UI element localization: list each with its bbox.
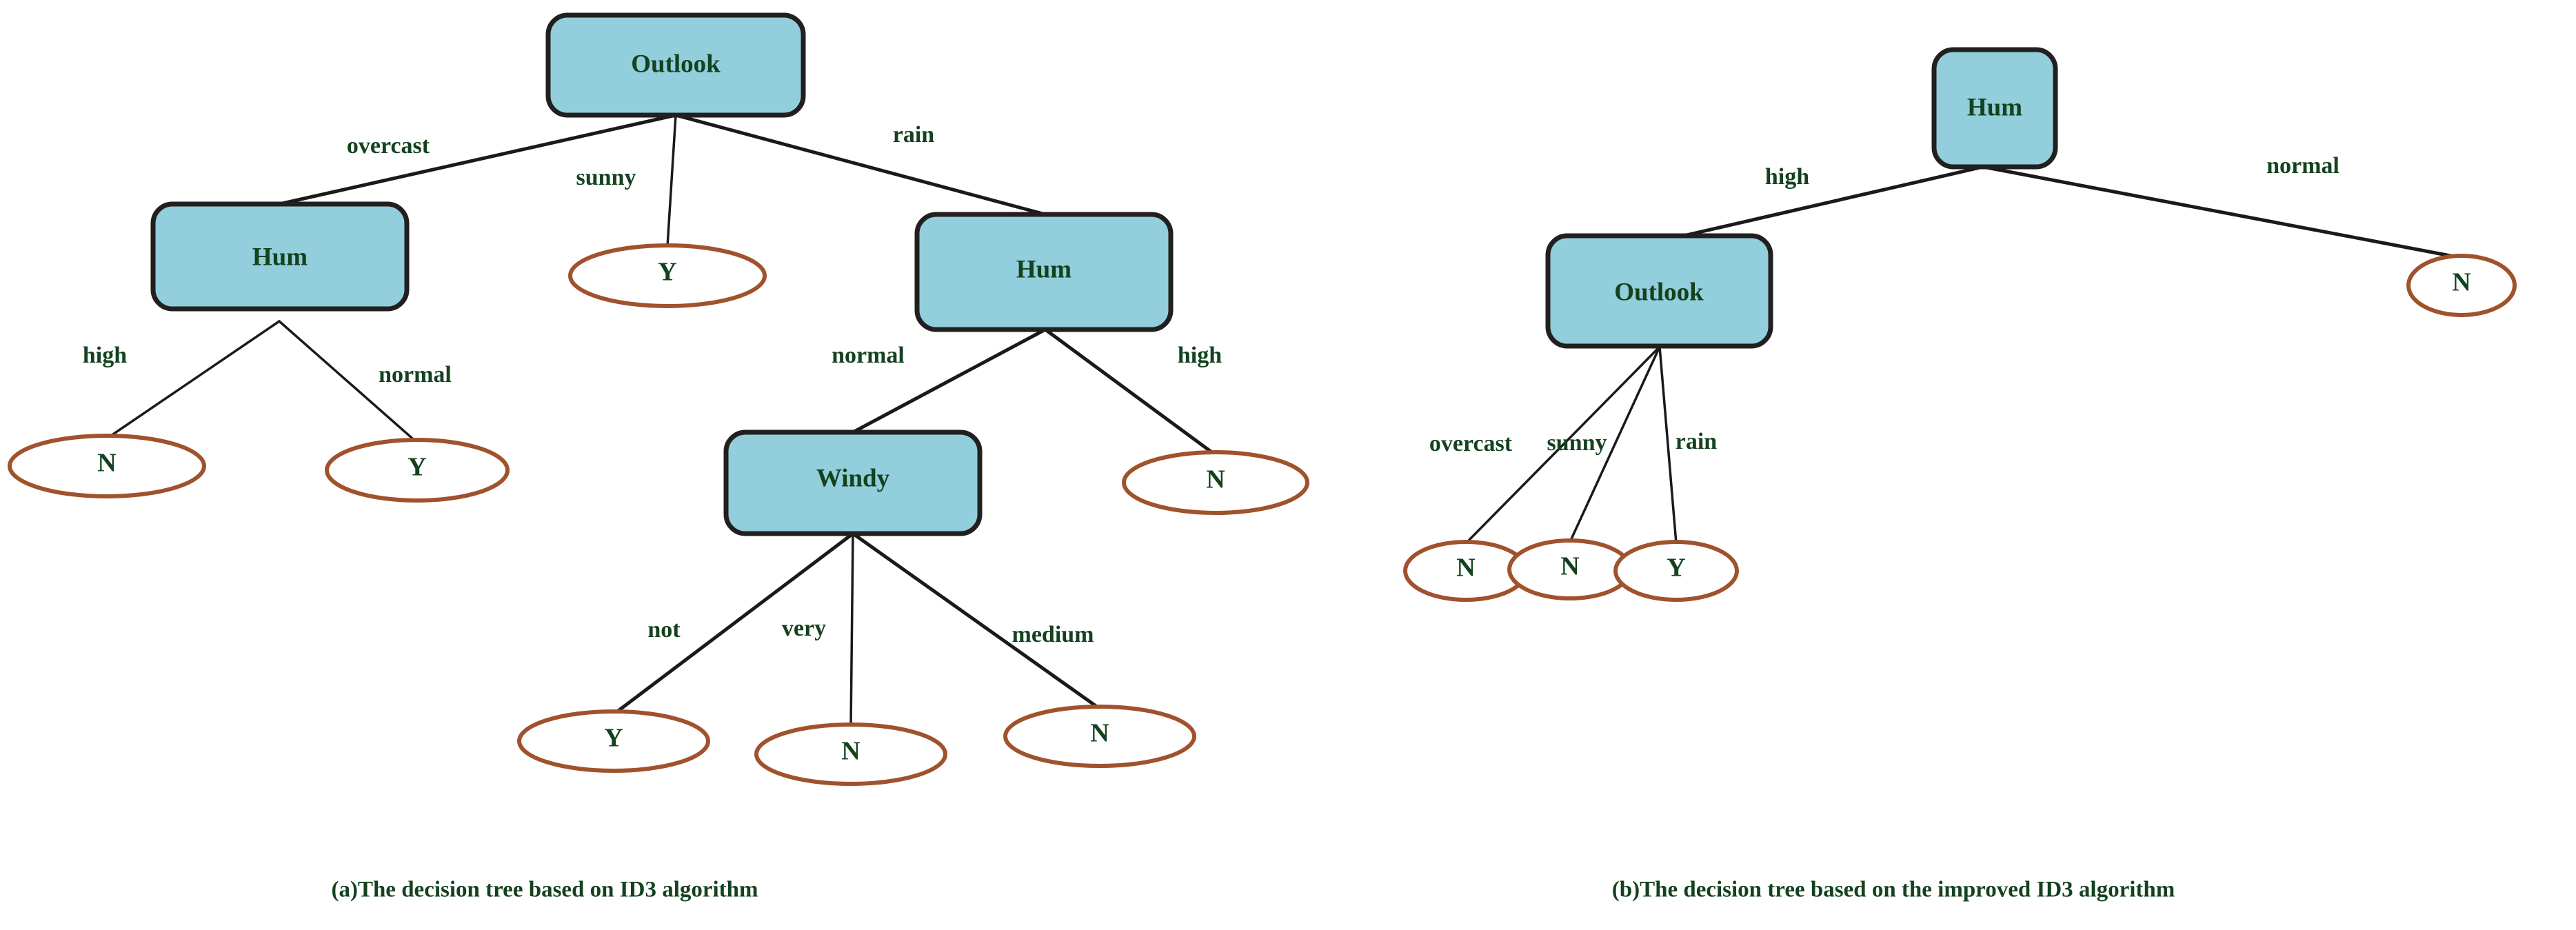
leaf-label: Y xyxy=(658,258,676,287)
edge-outlook-sunny-b xyxy=(1569,345,1661,543)
leaf-label: N xyxy=(1090,719,1109,748)
leaf-ellipse-shape xyxy=(754,722,947,786)
edge-humleft-high xyxy=(105,320,281,440)
edge-humright-high xyxy=(1043,327,1218,457)
edge-outlook-overcast xyxy=(277,113,678,206)
leaf-a-windy-very[interactable]: N xyxy=(754,722,947,786)
leaf-b-normal[interactable]: N xyxy=(2406,254,2517,317)
edge-label-sunny-b: sunny xyxy=(1547,430,1607,456)
edge-label-overcast: overcast xyxy=(347,133,430,159)
leaf-ellipse-shape xyxy=(325,438,510,503)
node-label: Outlook xyxy=(1614,278,1704,306)
edge-outlook-rain-b xyxy=(1658,345,1678,545)
node-box-shape xyxy=(150,201,410,312)
leaf-b-sunny[interactable]: N xyxy=(1507,538,1633,600)
edge-label-high-right: high xyxy=(1178,343,1222,368)
leaf-ellipse-shape xyxy=(8,434,206,498)
leaf-a-windy-not[interactable]: Y xyxy=(517,709,710,773)
leaf-a-sunny[interactable]: Y xyxy=(568,243,767,308)
panel-a: Outlook Hum Y Hum N Y Wind xyxy=(8,12,1309,902)
edge-label-sunny: sunny xyxy=(576,165,636,190)
leaf-label: N xyxy=(1206,465,1225,494)
leaf-label: Y xyxy=(604,724,623,753)
edge-label-not: not xyxy=(647,617,681,643)
edge-label-medium: medium xyxy=(1012,622,1094,647)
node-b-outlook[interactable]: Outlook xyxy=(1545,233,1773,349)
leaf-a-humleft-high[interactable]: N xyxy=(8,434,206,498)
node-label: Outlook xyxy=(631,50,721,78)
edge-humright-normal xyxy=(851,327,1047,434)
caption-panel-a: (a)The decision tree based on ID3 algori… xyxy=(331,878,758,902)
caption-panel-b: (b)The decision tree based on the improv… xyxy=(1612,878,2175,902)
edge-label-normal-b: normal xyxy=(2266,153,2339,179)
edge-label-high-left: high xyxy=(83,343,127,368)
leaf-label: Y xyxy=(1667,554,1685,583)
leaf-b-overcast[interactable]: N xyxy=(1403,540,1529,602)
leaf-ellipse-shape xyxy=(517,709,710,773)
edge-label-normal-left: normal xyxy=(379,362,452,387)
node-box-shape xyxy=(545,12,806,118)
panel-a-edges xyxy=(105,113,1218,728)
edge-outlook-overcast-b xyxy=(1465,345,1661,545)
node-a-hum-left[interactable]: Hum xyxy=(150,201,410,312)
leaf-label: N xyxy=(97,449,116,478)
panel-b: Hum Outlook N N N Y high normal xyxy=(1403,47,2517,902)
leaf-ellipse-shape xyxy=(1122,450,1309,515)
edge-label-very: very xyxy=(782,616,826,641)
node-a-windy[interactable]: Windy xyxy=(723,429,983,536)
edge-label-rain-b: rain xyxy=(1676,429,1718,454)
node-label: Hum xyxy=(252,243,308,271)
leaf-ellipse-shape xyxy=(1003,705,1196,768)
node-box-shape xyxy=(1545,233,1773,349)
node-a-hum-right[interactable]: Hum xyxy=(914,212,1174,332)
node-label: Hum xyxy=(1967,93,2022,121)
node-box-shape xyxy=(914,212,1174,332)
node-box-shape xyxy=(1931,47,2058,170)
leaf-a-humleft-normal[interactable]: Y xyxy=(325,438,510,503)
edge-outlook-rain xyxy=(674,113,1047,216)
leaf-label: N xyxy=(1560,552,1579,581)
leaf-label: N xyxy=(841,737,860,766)
leaf-b-rain[interactable]: Y xyxy=(1613,540,1739,602)
node-label: Hum xyxy=(1016,255,1071,283)
node-b-hum[interactable]: Hum xyxy=(1931,47,2058,170)
leaf-a-windy-medium[interactable]: N xyxy=(1003,705,1196,768)
edge-hum-normal xyxy=(1981,165,2464,260)
panel-b-edges xyxy=(1465,165,2464,545)
leaf-label: Y xyxy=(407,453,426,482)
edge-windy-medium xyxy=(851,532,1102,711)
edge-label-rain: rain xyxy=(893,122,935,148)
edge-label-normal-right: normal xyxy=(832,343,905,368)
edge-windy-not xyxy=(612,532,855,716)
edge-label-overcast-b: overcast xyxy=(1429,431,1513,456)
edge-hum-high xyxy=(1658,165,1985,243)
leaf-a-humright-high[interactable]: N xyxy=(1122,450,1309,515)
leaf-ellipse-shape xyxy=(1613,540,1739,602)
edge-outlook-sunny xyxy=(666,114,677,247)
node-label: Windy xyxy=(816,464,890,492)
node-a-outlook[interactable]: Outlook xyxy=(545,12,806,118)
leaf-label: N xyxy=(2452,268,2471,297)
leaf-ellipse-shape xyxy=(2406,254,2517,317)
leaf-label: N xyxy=(1456,554,1475,583)
node-box-shape xyxy=(723,429,983,536)
leaf-ellipse-shape xyxy=(568,243,767,308)
edge-humleft-normal xyxy=(278,320,419,444)
edge-windy-very xyxy=(849,532,854,728)
edge-label-high-b: high xyxy=(1765,164,1809,190)
